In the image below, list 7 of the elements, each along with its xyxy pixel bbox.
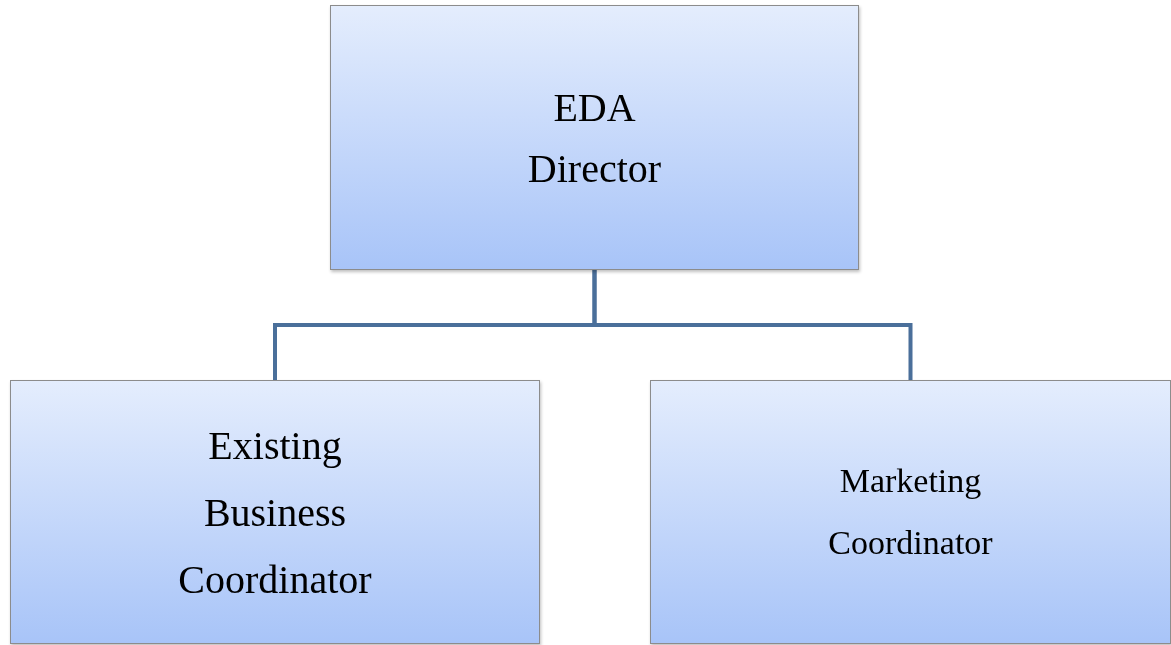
connector-line [592, 270, 913, 380]
role-title: Existing Business Coordinator [177, 421, 373, 604]
org-box [650, 380, 1171, 644]
role-title: EDA Director [526, 83, 663, 193]
role-title: Marketing Coordinator [827, 461, 994, 563]
org-box [10, 380, 540, 644]
org-box [330, 5, 859, 270]
